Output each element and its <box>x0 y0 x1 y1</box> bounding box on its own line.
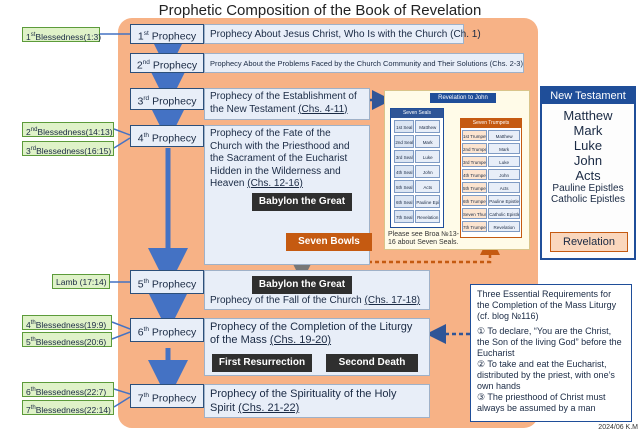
blessedness-4: 4thBlessedness(19:9) <box>22 315 112 330</box>
row-number-cell: 5th Trumpet <box>462 182 488 193</box>
nt-book: Mark <box>573 123 603 138</box>
row-book-cell: Matthew <box>415 120 440 133</box>
blessedness-3: 3rdBlessedness(16:15) <box>22 141 114 156</box>
row-book-cell: Matthew <box>488 130 520 141</box>
prophecy-1-desc: Prophecy About Jesus Christ, Who Is with… <box>204 24 481 44</box>
row-number-cell: 7th Seal <box>394 210 415 223</box>
row-number-cell: 6th Seal <box>394 195 415 208</box>
row-number-cell: 7th Trumpet <box>462 221 488 232</box>
row-book-cell: Acts <box>488 182 520 193</box>
second-death-box: Second Death <box>326 354 418 372</box>
row-number-cell: 4th Trumpet <box>462 169 488 180</box>
prophecy-5-label: 5th Prophecy <box>130 270 204 294</box>
row-number-cell: Seven Thunders <box>462 208 488 219</box>
nt-book-small: Catholic Epistles <box>551 194 625 205</box>
prophecy-6-label: 6th Prophecy <box>130 318 204 342</box>
prophecy-7-label: 7th Prophecy <box>130 384 204 408</box>
babylon-the-great-box-2: Babylon the Great <box>252 276 352 294</box>
blessedness-5: 5thBlessedness(20:6) <box>22 332 112 347</box>
seven-bowls-box: Seven Bowls <box>286 233 372 251</box>
first-resurrection-box: First Resurrection <box>212 354 312 372</box>
row-book-cell: Mark <box>488 143 520 154</box>
row-book-cell: Pauline Epistles <box>488 195 520 206</box>
blessedness-7: 7thBlessedness(22:14) <box>22 400 114 415</box>
prophecy-3-desc: Prophecy of the Establishment of the New… <box>204 88 370 120</box>
page-title: Prophetic Composition of the Book of Rev… <box>158 2 482 19</box>
blessedness-6: 6thBlessedness(22:7) <box>22 382 114 397</box>
row-book-cell: Catholic Epistles <box>488 208 520 219</box>
blessedness-2: 2ndBlessedness(14:13) <box>22 122 114 137</box>
row-number-cell: 2nd Trumpet <box>462 143 488 154</box>
prophecy-2-label: 2nd Prophecy <box>130 53 204 73</box>
row-number-cell: 2nd Seal <box>394 135 415 148</box>
prophecy-3-label: 3rd Prophecy <box>130 88 204 110</box>
row-number-cell: 1st Trumpet <box>462 130 488 141</box>
seven-trumpets-header: Seven Trumpets <box>461 119 521 128</box>
row-number-cell: 1st Seal <box>394 120 415 133</box>
row-number-cell: 6th Trumpet <box>462 195 488 206</box>
row-book-cell: John <box>415 165 440 178</box>
nt-book: Matthew <box>563 108 613 123</box>
seven-seals-note: Please see Broa №13-16 about Seven Seals… <box>388 231 459 246</box>
nt-book: Luke <box>573 138 603 153</box>
trumpets-row: Seven ThundersCatholic Epistles <box>462 208 520 219</box>
row-book-cell: Revelation <box>488 221 520 232</box>
row-book-cell: Luke <box>415 150 440 163</box>
row-book-cell: Pauline Epistles <box>415 195 440 208</box>
new-testament-box <box>540 86 636 260</box>
row-number-cell: 4th Seal <box>394 165 415 178</box>
requirement-item-3: ③ The priesthood of Christ must always b… <box>477 392 606 413</box>
prophecy-4-label: 4th Prophecy <box>130 125 204 147</box>
blessedness-1: 1stBlessedness(1:3) <box>22 27 101 42</box>
seven-seals-header: Seven Seals <box>391 109 443 118</box>
new-testament-books: Matthew Mark Luke John Acts Pauline Epis… <box>542 108 634 205</box>
row-number-cell: 3rd Seal <box>394 150 415 163</box>
credit-text: 2024/06 K.M <box>598 424 638 431</box>
babylon-the-great-box-1: Babylon the Great <box>252 193 352 211</box>
prophecy-7-desc: Prophecy of the Spirituality of the Holy… <box>204 384 430 418</box>
nt-book: Acts <box>575 168 601 183</box>
revelation-book-box: Revelation <box>550 232 628 252</box>
row-book-cell: Luke <box>488 156 520 167</box>
prophecy-1-label: 1st Prophecy <box>130 24 204 44</box>
nt-book-small: Pauline Epistles <box>552 183 624 194</box>
new-testament-title: New Testament <box>542 88 634 104</box>
row-number-cell: 3rd Trumpet <box>462 156 488 167</box>
requirement-item-1: ① To declare, “You are the Christ, the S… <box>477 326 622 358</box>
nt-book: John <box>573 153 603 168</box>
row-book-cell: Mark <box>415 135 440 148</box>
revelation-panel-title: Revelation to John <box>430 93 496 103</box>
row-number-cell: 5th Seal <box>394 180 415 193</box>
lamb-label: Lamb (17:14) <box>52 274 110 289</box>
row-book-cell: John <box>488 169 520 180</box>
requirement-item-2: ② To take and eat the Eucharist, distrib… <box>477 359 615 391</box>
prophecy-2-desc: Prophecy About the Problems Faced by the… <box>204 53 524 73</box>
requirements-title: Three Essential Requirements for the Com… <box>477 289 617 321</box>
row-book-cell: Revelation <box>415 210 440 223</box>
requirements-box: Three Essential Requirements for the Com… <box>470 284 632 422</box>
blessedness-connectors <box>100 33 131 408</box>
row-book-cell: Acts <box>415 180 440 193</box>
